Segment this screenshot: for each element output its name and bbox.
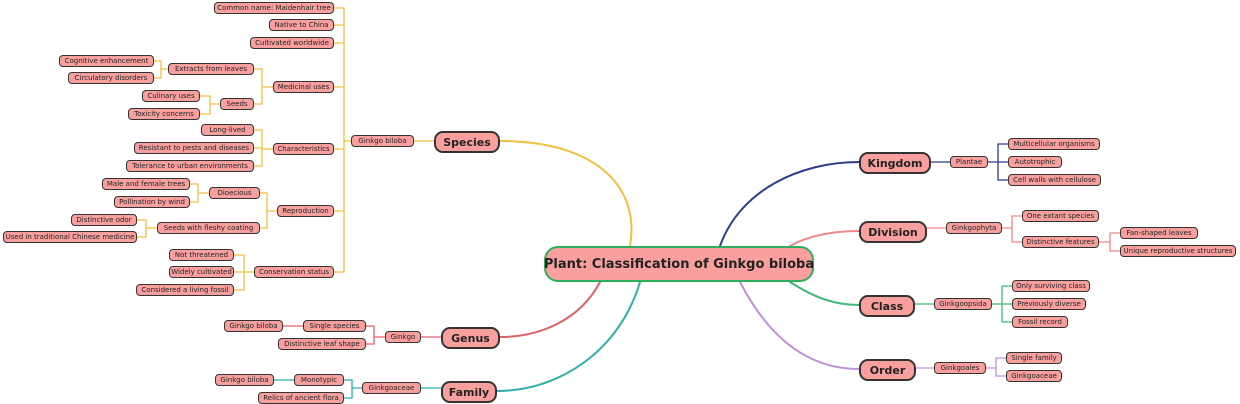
order-branch-line xyxy=(739,281,860,370)
one-extant-node[interactable]: One extant species xyxy=(1022,210,1099,222)
kingdom-branch-line xyxy=(719,161,860,247)
characteristics-node[interactable]: Characteristics xyxy=(273,143,334,155)
not-threatened-node[interactable]: Not threatened xyxy=(169,249,234,261)
only-surviving-node[interactable]: Only surviving class xyxy=(1012,280,1090,292)
ginkgo-genus-node[interactable]: Ginkgo xyxy=(385,331,421,343)
genus-node[interactable]: Genus xyxy=(441,327,500,349)
family-branch-line xyxy=(496,281,641,392)
common-name-node[interactable]: Common name: Maidenhair tree xyxy=(214,2,334,14)
fossil-record-node[interactable]: Fossil record xyxy=(1012,316,1068,328)
leaf-shape-node[interactable]: Distinctive leaf shape xyxy=(278,338,366,350)
ginkgophyta-node[interactable]: Ginkgophyta xyxy=(946,222,1002,234)
cell-walls-node[interactable]: Cell walls with cellulose xyxy=(1008,174,1101,186)
genus-ginkgo-biloba-node[interactable]: Ginkgo biloba xyxy=(224,320,283,332)
family-ginkgo-biloba-node[interactable]: Ginkgo biloba xyxy=(215,374,274,386)
tolerance-node[interactable]: Tolerance to urban environments xyxy=(126,160,254,172)
medicinal-uses-node[interactable]: Medicinal uses xyxy=(273,81,334,93)
conservation-node[interactable]: Conservation status xyxy=(254,266,334,278)
extracts-node[interactable]: Extracts from leaves xyxy=(168,63,254,75)
single-species-node[interactable]: Single species xyxy=(303,320,366,332)
relics-node[interactable]: Relics of ancient flora xyxy=(258,392,344,404)
order-ginkgoaceae-node[interactable]: Ginkgoaceae xyxy=(1006,370,1062,382)
division-node[interactable]: Division xyxy=(859,221,927,243)
long-lived-node[interactable]: Long-lived xyxy=(201,124,254,136)
widely-cultivated-node[interactable]: Widely cultivated xyxy=(169,266,234,278)
class-node[interactable]: Class xyxy=(859,295,915,317)
species-node[interactable]: Species xyxy=(434,131,500,153)
ginkgoales-node[interactable]: Ginkgoales xyxy=(934,362,986,374)
pollination-node[interactable]: Pollination by wind xyxy=(114,196,190,208)
seeds-node[interactable]: Seeds xyxy=(220,98,254,110)
circulatory-node[interactable]: Circulatory disorders xyxy=(68,72,154,84)
plantae-node[interactable]: Plantae xyxy=(950,156,988,168)
single-family-node[interactable]: Single family xyxy=(1006,352,1062,364)
culinary-node[interactable]: Culinary uses xyxy=(142,90,200,102)
toxicity-node[interactable]: Toxicity concerns xyxy=(128,108,200,120)
male-female-node[interactable]: Male and female trees xyxy=(102,178,190,190)
root-node[interactable]: Plant: Classification of Ginkgo biloba xyxy=(544,246,814,282)
unique-repro-node[interactable]: Unique reproductive structures xyxy=(1120,245,1236,257)
kingdom-node[interactable]: Kingdom xyxy=(859,152,931,174)
class-branch-line xyxy=(789,281,860,306)
living-fossil-node[interactable]: Considered a living fossil xyxy=(136,284,234,296)
medicine-node[interactable]: Used in traditional Chinese medicine xyxy=(3,231,137,243)
cognitive-node[interactable]: Cognitive enhancement xyxy=(59,55,154,67)
ginkgoopsida-node[interactable]: Ginkgoopsida xyxy=(934,298,992,310)
division-branch-line xyxy=(789,230,860,247)
cultivated-node[interactable]: Cultivated worldwide xyxy=(250,37,334,49)
monotypic-node[interactable]: Monotypic xyxy=(294,374,344,386)
resistant-node[interactable]: Resistant to pests and diseases xyxy=(134,142,254,154)
reproduction-node[interactable]: Reproduction xyxy=(277,205,334,217)
native-node[interactable]: Native to China xyxy=(269,19,334,31)
ginkgo-biloba-species-node[interactable]: Ginkgo biloba xyxy=(351,135,414,147)
genus-branch-line xyxy=(499,281,601,338)
ginkgoaceae-family-node[interactable]: Ginkgoaceae xyxy=(362,382,421,394)
multicellular-node[interactable]: Multicellular organisms xyxy=(1008,138,1100,150)
dioecious-node[interactable]: Dioecious xyxy=(209,187,260,199)
family-node[interactable]: Family xyxy=(441,381,497,403)
odor-node[interactable]: Distinctive odor xyxy=(71,214,137,226)
order-node[interactable]: Order xyxy=(859,359,916,381)
autotrophic-node[interactable]: Autotrophic xyxy=(1008,156,1062,168)
previously-diverse-node[interactable]: Previously diverse xyxy=(1012,298,1086,310)
species-branch-line xyxy=(499,140,633,247)
seeds-coating-node[interactable]: Seeds with fleshy coating xyxy=(157,222,260,234)
distinctive-features-node[interactable]: Distinctive features xyxy=(1022,236,1099,248)
fan-leaves-node[interactable]: Fan-shaped leaves xyxy=(1120,227,1198,239)
